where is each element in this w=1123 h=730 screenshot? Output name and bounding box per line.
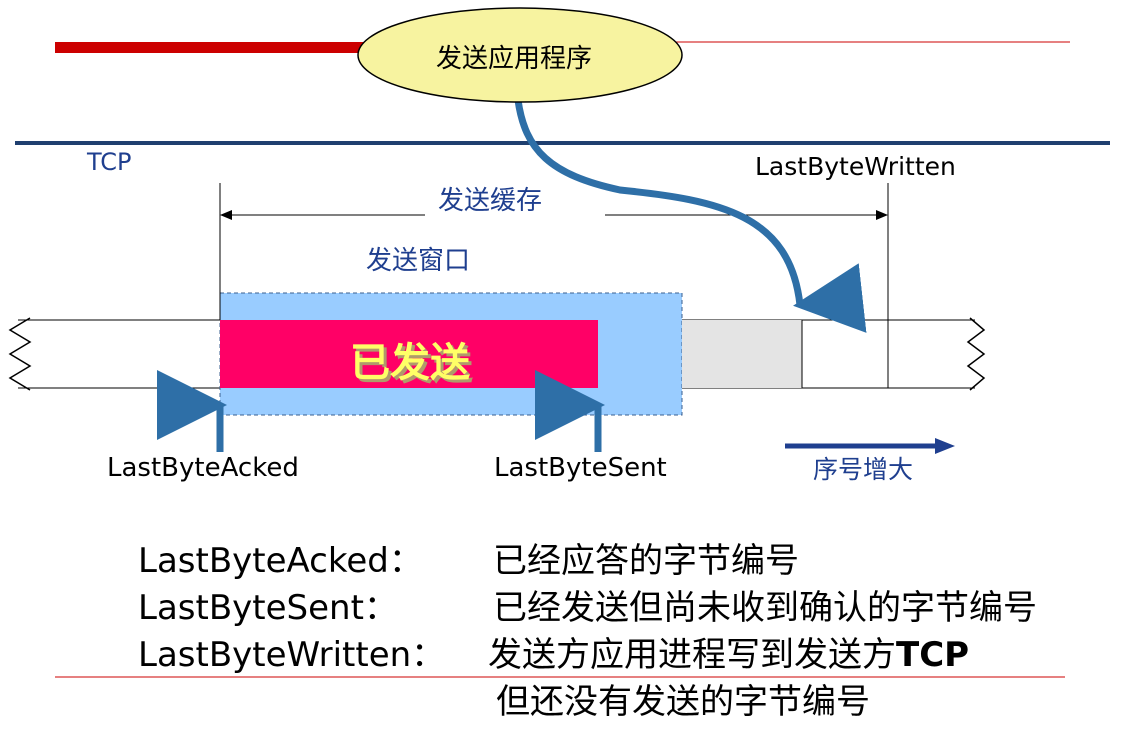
definition-term: LastByteSent：	[138, 588, 398, 628]
app-write-arrow	[514, 99, 867, 333]
tcp-label: TCP	[87, 148, 132, 176]
written-unsent-block	[682, 320, 802, 388]
sending-application-ellipse	[357, 7, 683, 103]
definition-desc-text: 发送方应用进程写到发送方	[488, 635, 896, 675]
last-byte-sent-label: LastByteSent	[494, 453, 667, 483]
send-window-label: 发送窗口	[366, 246, 471, 276]
buffer-arrowhead-left	[220, 210, 232, 220]
sent-block-label: 已发送	[350, 340, 470, 386]
left-break-zigzag	[8, 317, 32, 391]
app-bubble-label: 发送应用程序	[436, 44, 593, 74]
definition-desc: 已经发送但尚未收到确认的字节编号	[493, 588, 1037, 628]
definition-desc: 发送方应用进程写到发送方TCP	[488, 632, 969, 678]
seq-increase-arrowhead	[935, 438, 955, 454]
header-red-bar	[55, 42, 375, 53]
right-break-zigzag	[966, 317, 986, 391]
definition-desc-tcp: TCP	[896, 635, 970, 675]
buffer-label-mask	[425, 180, 605, 224]
definition-term: LastByteAcked：	[138, 541, 423, 581]
last-byte-written-label: LastByteWritten	[755, 152, 956, 181]
last-byte-acked-label: LastByteAcked	[107, 453, 299, 483]
seq-increase-label: 序号增大	[813, 455, 914, 484]
definition-desc: 已经应答的字节编号	[493, 541, 799, 581]
definition-desc-line2: 但还没有发送的字节编号	[496, 682, 870, 722]
buffer-arrowhead-right	[876, 210, 888, 220]
send-buffer-label: 发送缓存	[438, 186, 543, 216]
definition-term: LastByteWritten：	[138, 635, 446, 675]
